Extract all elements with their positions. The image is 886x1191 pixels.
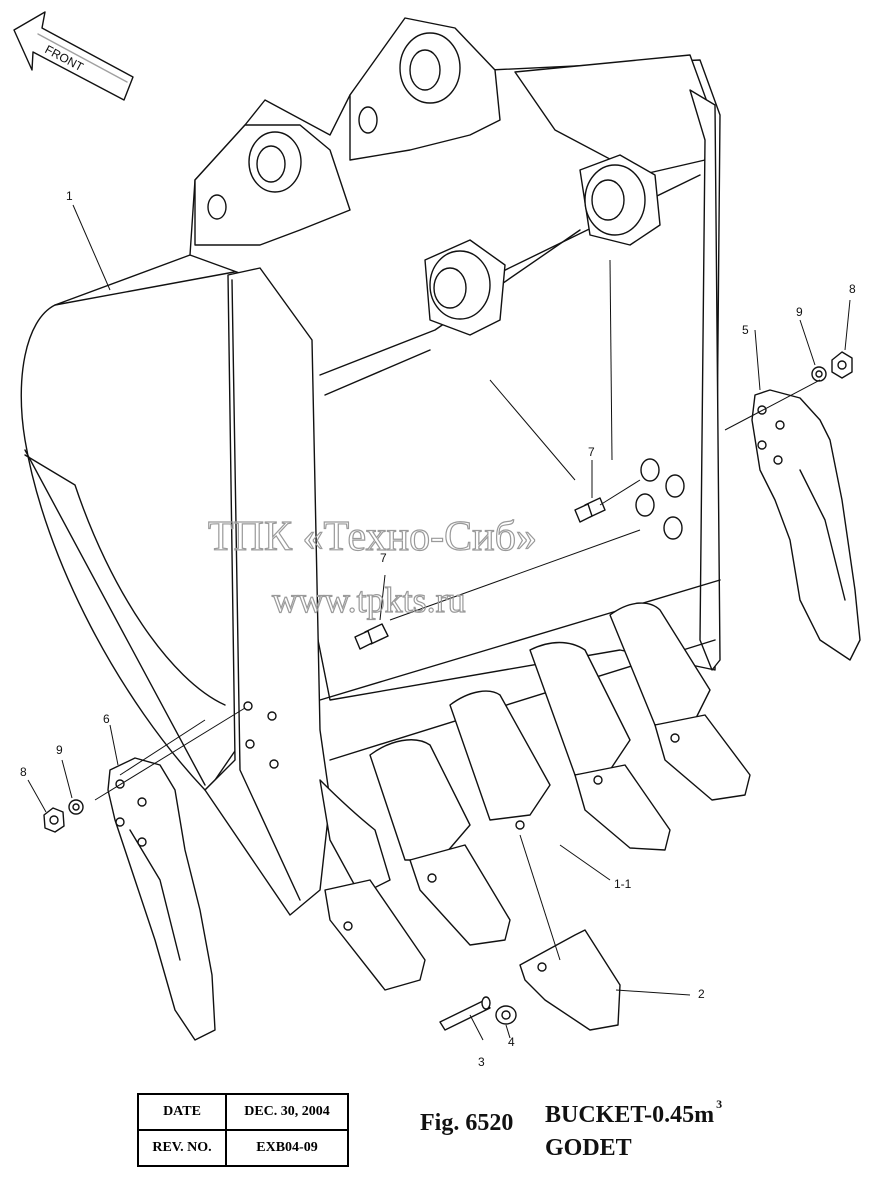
callout-8-right: 8 [849, 282, 856, 296]
figure-title-text: BUCKET-0.45m [545, 1102, 715, 1128]
watermark-url: www.tpkts.ru [272, 580, 466, 620]
date-label: DATE [137, 1093, 227, 1131]
figure-number: Fig. 6520 [420, 1110, 514, 1136]
bolt-upper [574, 497, 606, 523]
callout-3: 3 [478, 1055, 485, 1069]
callout-9-right: 9 [796, 305, 803, 319]
callout-1: 1 [66, 189, 73, 203]
loose-tooth [519, 929, 621, 1031]
callout-7-lower: 7 [380, 551, 387, 565]
callout-1-1: 1-1 [614, 877, 632, 891]
bucket-body [20, 17, 721, 916]
callout-2: 2 [698, 987, 705, 1001]
revision-info-table: DATE DEC. 30, 2004 REV. NO. EXB04-09 [137, 1093, 349, 1167]
bucket-teeth [319, 602, 751, 991]
lock-washer-left [68, 799, 84, 815]
nut-right [831, 351, 853, 379]
callout-6: 6 [103, 712, 110, 726]
figure-subtitle: GODET [545, 1135, 632, 1161]
revision-label: REV. NO. [137, 1129, 227, 1167]
side-cutter-left [107, 757, 216, 1041]
watermark-company: ТПК «Техно-Сиб» [208, 514, 537, 560]
tooth-pin [439, 996, 491, 1031]
washer [495, 1005, 517, 1025]
callout-7-upper: 7 [588, 445, 595, 459]
callout-4: 4 [508, 1035, 515, 1049]
callout-8-left: 8 [20, 765, 27, 779]
callout-9-left: 9 [56, 743, 63, 757]
bolt-lower [354, 623, 389, 650]
callout-5: 5 [742, 323, 749, 337]
revision-value: EXB04-09 [225, 1129, 349, 1167]
front-arrow-icon [13, 11, 134, 101]
date-value: DEC. 30, 2004 [225, 1093, 349, 1131]
side-cutter-right [751, 389, 861, 661]
figure-title-superscript: 3 [716, 1097, 723, 1111]
leader-lines [27, 204, 851, 1041]
lock-washer-right [811, 366, 827, 382]
nut-left [43, 807, 65, 833]
